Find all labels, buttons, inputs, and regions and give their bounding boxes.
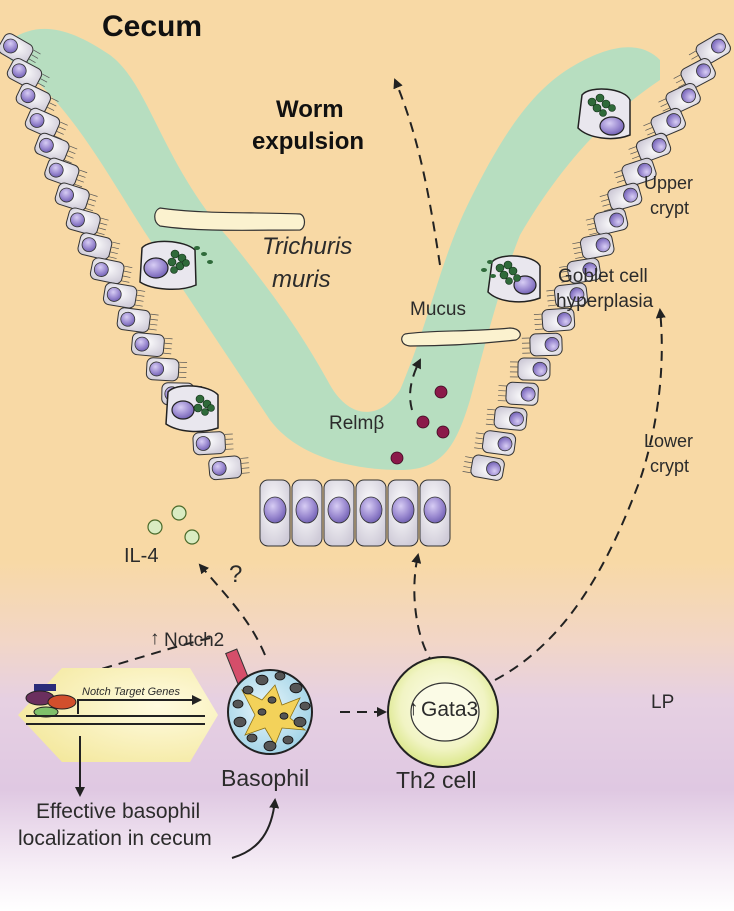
goblet-cell-right-middle <box>481 255 541 303</box>
lower-crypt-label-line1: Lower <box>644 431 694 451</box>
epithelial-cell <box>613 157 657 188</box>
epithelial-cell <box>497 381 539 406</box>
question-mark: ? <box>229 561 243 588</box>
epithelial-cell <box>131 332 173 358</box>
mucus-label: Mucus <box>410 299 466 320</box>
upper-crypt-label-line1: Upper <box>644 173 694 193</box>
effective-localization-line1: Effective basophil <box>36 800 201 823</box>
epithelial-cell <box>44 157 88 188</box>
basophil-label: Basophil <box>221 765 310 791</box>
gata3-label: Gata3 <box>421 698 479 721</box>
epithelial-cell <box>521 332 563 357</box>
upper-crypt-label-line2: crypt <box>650 198 690 218</box>
notch2-up-arrow: ↑ <box>150 628 160 649</box>
epithelial-cell <box>387 479 419 547</box>
goblet-cell-right-upper <box>577 88 631 140</box>
mucus-layer <box>10 28 660 470</box>
epithelial-cell <box>546 282 588 308</box>
il4-dots <box>147 505 200 545</box>
worm-expulsion-label-line1: Worm <box>276 96 344 123</box>
epithelial-cell <box>462 454 505 481</box>
cecum-title: Cecum <box>102 10 203 43</box>
epithelial-cell <box>323 479 355 547</box>
epithelium-right <box>462 33 731 481</box>
epithelial-cell <box>485 406 528 431</box>
th2-cell-label: Th2 cell <box>396 767 477 793</box>
basophil-cell <box>227 669 313 755</box>
epithelial-cell <box>34 132 78 164</box>
lower-crypt-label-line2: crypt <box>650 456 690 476</box>
epithelial-cell <box>509 357 551 381</box>
gata3-up-arrow: ↑ <box>408 697 419 720</box>
notch-promoter-panel <box>18 668 218 762</box>
trichuris-worm-lower <box>401 327 521 347</box>
epithelial-cell <box>643 107 686 140</box>
epithelial-cell <box>355 479 387 547</box>
goblet-cell-left-upper <box>139 240 213 290</box>
trichuris-label-line2: muris <box>272 266 331 293</box>
epithelial-cell <box>6 58 50 92</box>
epithelial-cell <box>116 307 159 333</box>
notch2-label: Notch2 <box>164 630 225 651</box>
epithelial-cell <box>559 257 602 284</box>
epithelial-cell <box>474 430 517 456</box>
worm-expulsion-label-line2: expulsion <box>252 128 365 155</box>
epithelial-cell <box>77 232 121 260</box>
epithelial-cell <box>65 207 109 236</box>
relmb-dots <box>390 385 450 465</box>
relmb-label: Relmβ <box>329 413 385 434</box>
localization-arrow-curve <box>231 798 280 859</box>
epithelial-cell <box>658 82 701 117</box>
epithelial-cell <box>533 307 576 333</box>
epithelial-cell <box>102 282 146 309</box>
epithelial-cell <box>291 479 323 547</box>
epithelial-cell <box>585 207 629 236</box>
epithelium-bottom <box>259 479 451 547</box>
notch-target-genes-label: Notch Target Genes <box>82 686 181 698</box>
goblet-hyperplasia-label-line1: Goblet cell <box>558 266 648 287</box>
epithelial-cell <box>15 82 59 116</box>
epithelial-cell <box>0 33 41 68</box>
il4-label: IL-4 <box>124 545 159 567</box>
epithelial-cell <box>89 257 133 285</box>
epithelial-cell <box>572 232 615 260</box>
epithelial-cell <box>599 182 643 212</box>
trichuris-label-line1: Trichuris <box>262 233 353 260</box>
epithelial-cell <box>259 479 291 547</box>
epithelial-cell <box>208 455 250 481</box>
trichuris-worm-upper <box>154 207 306 231</box>
goblet-hyperplasia-label-line2: hyperplasia <box>556 291 654 312</box>
epithelial-cell <box>54 182 98 212</box>
epithelial-cell <box>145 357 188 382</box>
lp-label: LP <box>651 692 675 713</box>
epithelial-cell <box>192 431 234 456</box>
epithelial-cell <box>419 479 451 547</box>
epithelial-cell <box>24 107 68 140</box>
goblet-cell-left-lower <box>165 385 219 433</box>
th2-cell <box>387 656 499 768</box>
epithelial-cell <box>628 132 672 164</box>
epithelial-cell <box>688 33 731 69</box>
effective-localization-line2: localization in cecum <box>18 827 212 850</box>
